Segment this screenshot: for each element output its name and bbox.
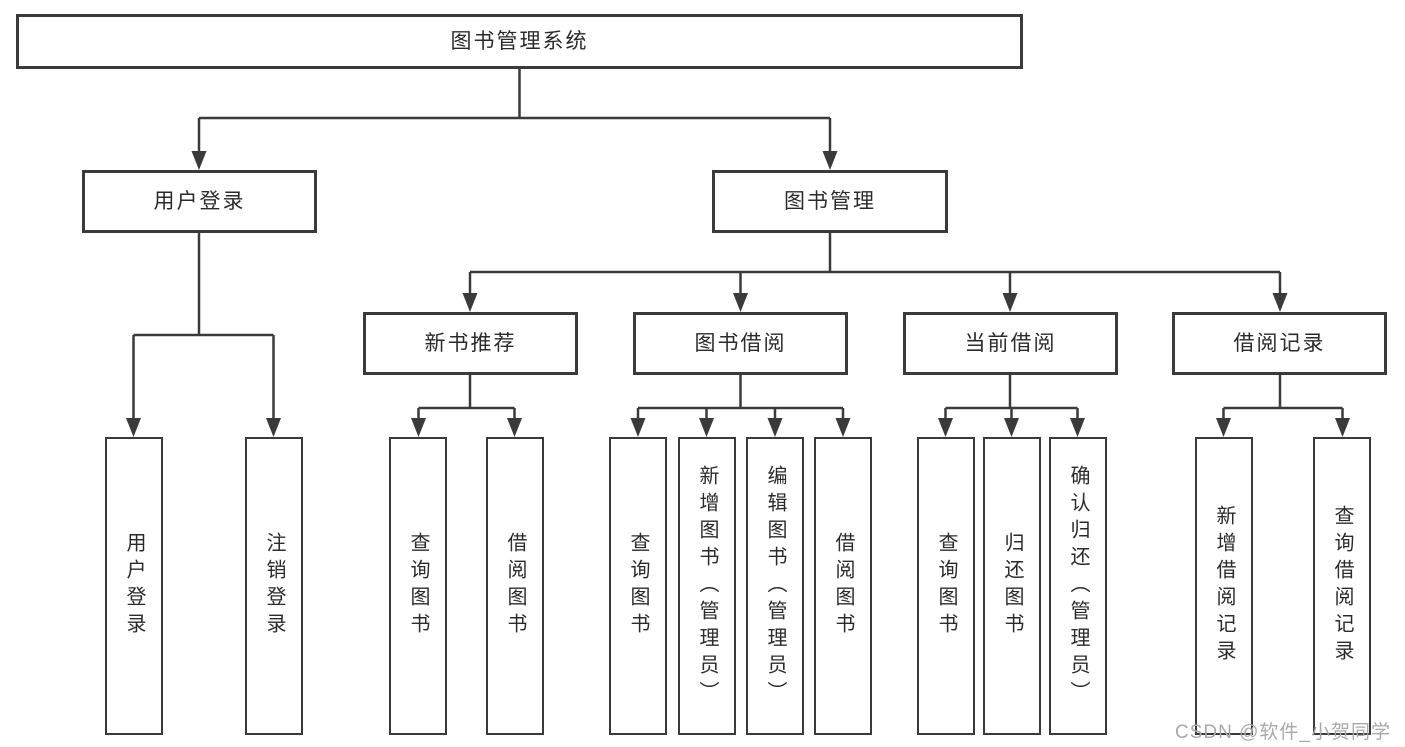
arrowhead: [1002, 293, 1018, 312]
node-current-borrow: 当前借阅: [903, 312, 1118, 375]
leaf-recommend-query-books: 查询图书: [389, 437, 447, 735]
connector-user-login: [132, 233, 275, 420]
node-book-management: 图书管理: [712, 170, 948, 233]
connector-current-borrow: [944, 375, 1079, 420]
leaf-return-books: 归还图书: [983, 437, 1041, 735]
connector-new-book-recommend: [417, 375, 516, 420]
arrowhead: [266, 418, 281, 437]
arrowhead: [1004, 418, 1019, 437]
arrowhead: [462, 293, 478, 312]
arrowhead: [733, 293, 748, 312]
arrowhead: [938, 418, 953, 437]
arrowhead: [630, 418, 646, 437]
connector-book-borrow: [636, 375, 845, 420]
leaf-edit-books-admin: 编辑图书（管理员）: [746, 437, 804, 735]
arrowhead: [699, 418, 714, 437]
leaf-confirm-return-admin: 确认归还（管理员）: [1049, 437, 1107, 735]
arrowhead: [835, 418, 851, 437]
node-user-login: 用户登录: [82, 170, 317, 233]
node-new-book-recommend: 新书推荐: [363, 312, 578, 375]
arrowhead: [1216, 418, 1231, 437]
watermark: CSDN @软件_小贺同学: [1175, 722, 1391, 743]
arrowhead: [1070, 418, 1085, 437]
arrowhead: [507, 418, 522, 437]
leaf-borrow-borrow-books: 借阅图书: [814, 437, 872, 735]
arrowhead: [191, 151, 207, 170]
leaf-user-login: 用户登录: [105, 437, 163, 735]
arrowhead: [822, 151, 838, 170]
leaf-recommend-borrow-books: 借阅图书: [486, 437, 544, 735]
node-borrow-records: 借阅记录: [1172, 312, 1387, 375]
arrowhead: [1272, 293, 1288, 312]
connector-borrow-records: [1222, 375, 1344, 420]
node-root: 图书管理系统: [16, 14, 1023, 69]
arrowhead: [1335, 418, 1350, 437]
node-book-borrow: 图书借阅: [633, 312, 848, 375]
arrowhead: [411, 418, 426, 437]
leaf-current-query-books: 查询图书: [917, 437, 975, 735]
leaf-query-borrow-record: 查询借阅记录: [1313, 437, 1371, 735]
leaf-borrow-query-books: 查询图书: [609, 437, 667, 735]
arrowhead: [126, 418, 141, 437]
leaf-add-books-admin: 新增图书（管理员）: [678, 437, 736, 735]
connector-book-management: [468, 233, 1282, 295]
leaf-logout: 注销登录: [245, 437, 303, 735]
leaf-add-borrow-record: 新增借阅记录: [1195, 437, 1253, 735]
arrowhead: [767, 418, 783, 437]
connector-root: [197, 68, 832, 153]
